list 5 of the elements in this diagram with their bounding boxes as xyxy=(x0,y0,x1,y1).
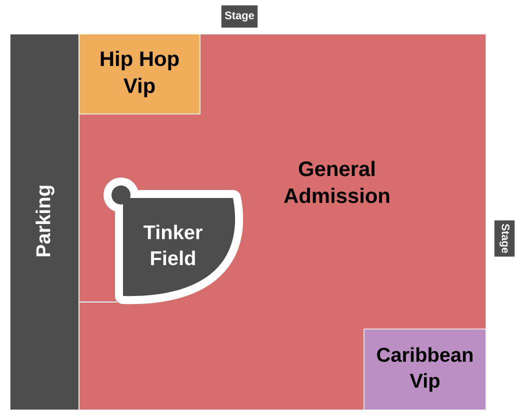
seating-section: Hip Hop Vip xyxy=(78,34,200,114)
stage-box: Stage xyxy=(494,220,516,258)
seating-section: Caribbean Vip xyxy=(364,328,486,410)
parking-block: Parking xyxy=(10,34,80,410)
stage-box: Stage xyxy=(220,4,258,28)
